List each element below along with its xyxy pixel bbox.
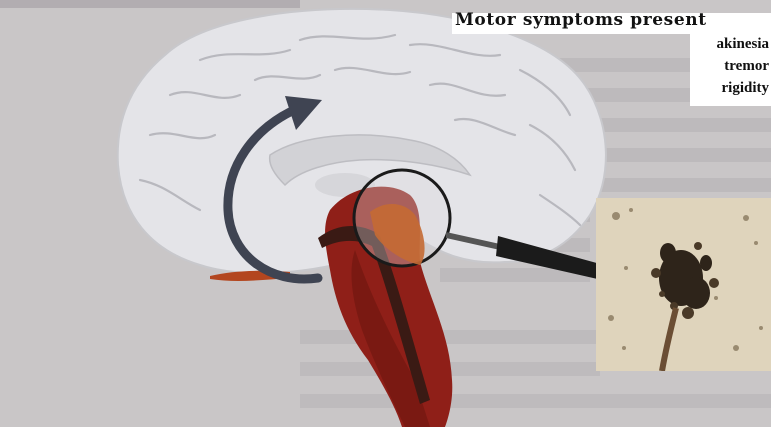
symptom-akinesia: akinesia	[716, 36, 769, 53]
diagram-title: Motor symptoms present	[455, 10, 707, 30]
symptom-rigidity: rigidity	[722, 80, 770, 97]
symptom-tremor: tremor	[724, 58, 769, 75]
lewy-body-micrograph	[596, 198, 771, 371]
